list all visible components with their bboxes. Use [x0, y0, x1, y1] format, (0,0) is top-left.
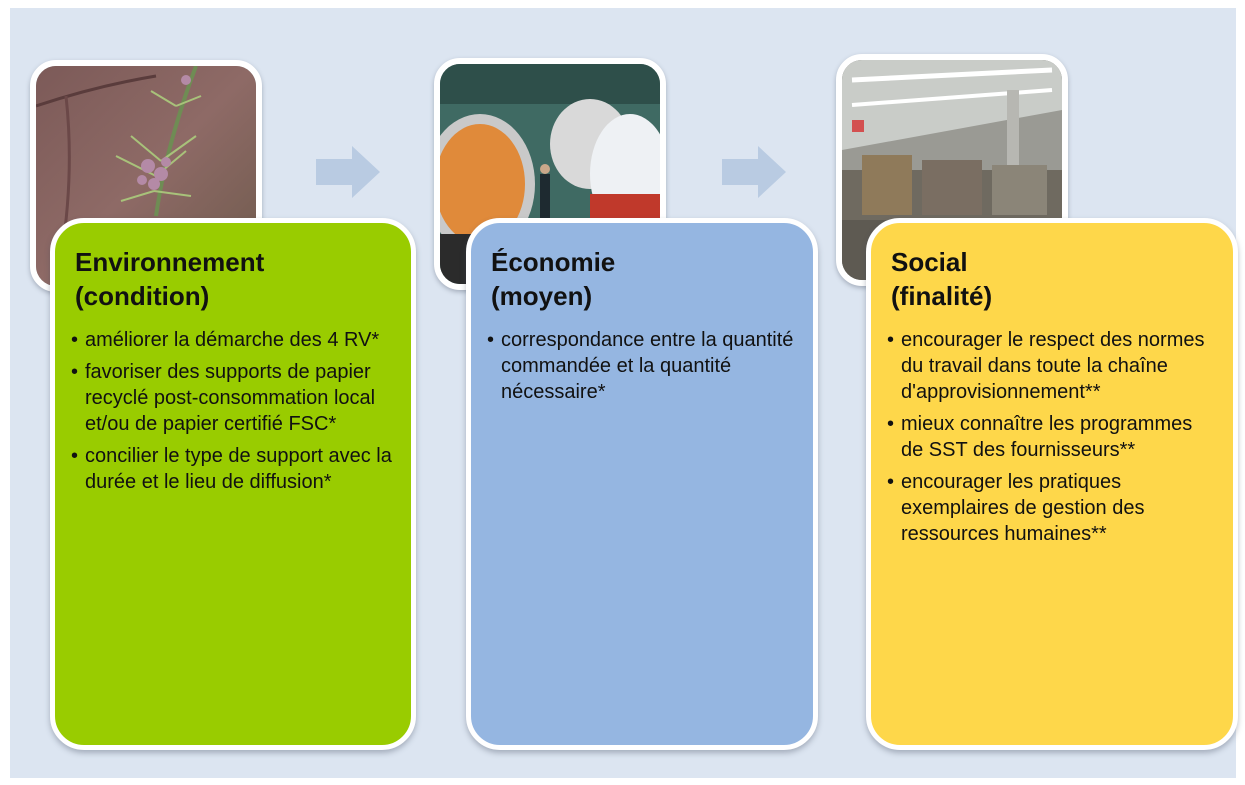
social-bullet-list: encourager le respect des normes du trav… [887, 327, 1217, 547]
bullet-item: encourager les pratiques exemplaires de … [887, 469, 1217, 547]
environnement-title: Environnement (condition) [75, 245, 395, 313]
arrow-right-icon [316, 146, 380, 198]
diagram-canvas: Environnement (condition) améliorer la d… [10, 8, 1238, 778]
environnement-title-name: Environnement [75, 247, 265, 277]
environnement-bullet-list: améliorer la démarche des 4 RV* favorise… [71, 327, 395, 495]
economie-title-name: Économie [491, 247, 616, 277]
social-title-name: Social [891, 247, 968, 277]
bullet-item: améliorer la démarche des 4 RV* [71, 327, 395, 353]
bullet-item: mieux connaître les programmes de SST de… [887, 411, 1217, 463]
social-title-role: (finalité) [891, 281, 993, 311]
arrow-right-icon [722, 146, 786, 198]
economie-title: Économie (moyen) [491, 245, 797, 313]
bullet-item: favoriser des supports de papier recyclé… [71, 359, 395, 437]
economie-title-role: (moyen) [491, 281, 593, 311]
social-title: Social (finalité) [891, 245, 1217, 313]
environnement-title-role: (condition) [75, 281, 210, 311]
economie-bullet-list: correspondance entre la quantité command… [487, 327, 797, 405]
bullet-item: correspondance entre la quantité command… [487, 327, 797, 405]
environnement-card: Environnement (condition) améliorer la d… [50, 218, 416, 750]
economie-card: Économie (moyen) correspondance entre la… [466, 218, 818, 750]
social-card: Social (finalité) encourager le respect … [866, 218, 1238, 750]
bullet-item: encourager le respect des normes du trav… [887, 327, 1217, 405]
bullet-item: concilier le type de support avec la dur… [71, 443, 395, 495]
